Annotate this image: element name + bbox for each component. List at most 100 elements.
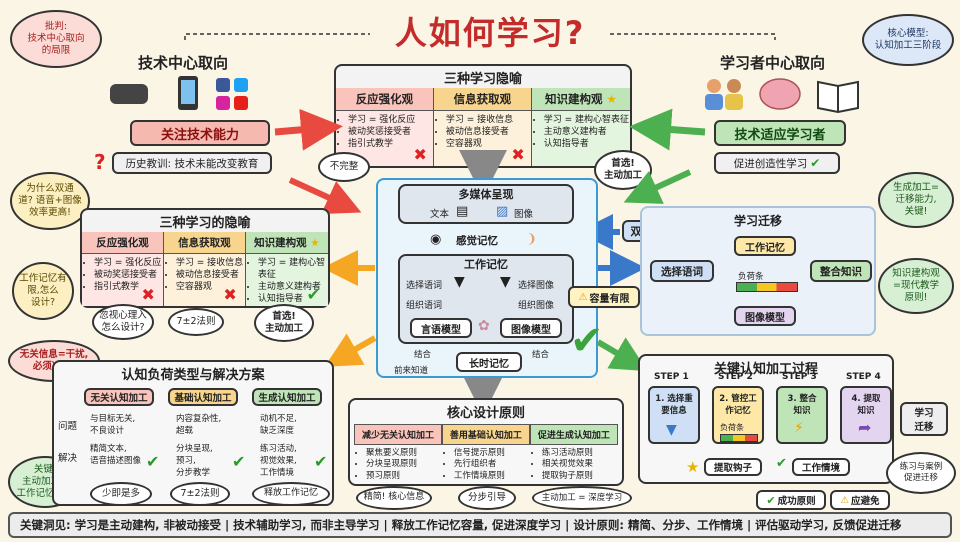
- success-label: 成功原则: [777, 496, 816, 507]
- step-label: STEP 2: [718, 372, 753, 382]
- list-item: 先行组织者: [454, 459, 530, 470]
- success-principle-pill: ✔成功原则: [756, 490, 826, 510]
- lightning-icon: ⚡: [794, 420, 804, 436]
- prior-knowledge-label: 前来知道: [394, 366, 429, 376]
- star-icon: ★: [686, 458, 700, 476]
- list-item: 相关视觉效果: [542, 459, 618, 470]
- problem-2: 内容复杂性, 超载: [176, 414, 222, 436]
- load-types-title: 认知负荷类型与解决方案: [121, 368, 265, 383]
- list-item: 被动信息接受者: [446, 126, 531, 138]
- select-words-pill: 选择语词: [650, 260, 714, 282]
- top-col-head: 知识建构观 ★: [531, 88, 630, 111]
- principle-col-reduce: 减少无关认知加工 聚焦要义原则分块呈现原则预习原则: [354, 424, 442, 482]
- step-select: 1. 选择重 要信息: [648, 386, 700, 444]
- list-item: 练习活动原则: [542, 448, 618, 459]
- list-item: 学习 = 强化反应: [348, 114, 433, 126]
- step-label: STEP 4: [846, 372, 881, 382]
- image-icon: ▨: [496, 204, 509, 219]
- integrate-left-label: 结合: [414, 350, 432, 360]
- list-item: 空容器观: [176, 281, 245, 293]
- principle-col-foster: 促进生成认知加工 练习活动原则相关视觉效果提取钩子原则: [529, 424, 618, 482]
- image-label: 图像: [514, 209, 534, 220]
- retrieve-arrow-icon: ➦: [858, 418, 872, 437]
- tech-adapts-pill: 技术适应学习者: [714, 120, 846, 146]
- integrate-knowledge-pill: 整合知识: [810, 260, 872, 282]
- list-item: 学习 = 建构心智表征: [544, 114, 630, 126]
- list-item: 信号提示原则: [454, 448, 530, 459]
- step-retrieve: 4. 提取 知识: [840, 386, 892, 444]
- process-box: 关键认知加工过程 STEP 1 STEP 2 STEP 3 STEP 4 1. …: [638, 354, 894, 484]
- pictorial-model-pill: 图像模型: [500, 318, 562, 338]
- process-title: 关键认知加工过程: [713, 362, 818, 377]
- list-item: 被动奖惩接受者: [348, 126, 433, 138]
- page-title: 人如何学习?: [394, 14, 586, 52]
- capacity-label: 容量有限: [589, 293, 630, 305]
- list-item: 提取钩子原则: [542, 471, 618, 482]
- sensory-label: 感觉记忆: [456, 235, 498, 247]
- left-col-reinforce: 反应强化观 学习 = 强化反应被动奖惩接受者指引式教学 ✖: [82, 232, 164, 306]
- solution-2: 分块呈现, 预习, 分步教学: [176, 444, 213, 478]
- left-col-head: 信息获取观: [163, 232, 245, 254]
- left-metaphors-title: 三种学习的隐喻: [159, 216, 251, 231]
- list-item: 主动意义建构者: [544, 126, 630, 138]
- list-item: 主动意义建构者: [258, 281, 328, 293]
- load-bar: [736, 282, 798, 292]
- step-label: STEP 3: [782, 372, 817, 382]
- top-metaphors-title: 三种学习隐喻: [443, 72, 522, 87]
- brain-icon: ✿: [478, 318, 490, 334]
- x-icon: ✖: [141, 285, 155, 304]
- first-choice-left-bubble: 首选! 主动加工: [254, 304, 314, 342]
- gen-proc-bubble: 生成加工= 迁移能力, 关键!: [878, 172, 954, 228]
- question-mark-icon: ?: [94, 150, 106, 174]
- left-col-head-label: 知识建构观: [254, 237, 307, 249]
- principles-title: 核心设计原则: [446, 406, 525, 421]
- step-load-bar-label: 负荷条: [720, 423, 744, 432]
- ignore-psych-bubble: 忽视心理入 怎么设计?: [92, 304, 154, 340]
- eye-icon: ◉: [430, 232, 442, 247]
- transfer-working-memory-pill: 工作记忆: [734, 236, 796, 256]
- precise-core-bubble: 精简! 核心信息: [356, 486, 432, 510]
- knowledge-view-bubble: 知识建构观 =现代教学 原则!: [878, 258, 954, 314]
- integrate-right-label: 结合: [532, 350, 550, 360]
- solution-3: 练习活动, 视觉效果, 工作情境: [260, 444, 297, 478]
- retrieval-hook-pill: 提取钩子: [704, 458, 762, 476]
- seven-rule-bubble: 7±2法则: [168, 308, 224, 336]
- list-item: 学习 = 强化反应: [94, 257, 163, 269]
- step-guide-bubble: 分步引导: [458, 486, 516, 510]
- learning-transfer-pill: 学习 迁移: [900, 402, 948, 436]
- working-memory-box: 工作记忆 选择语词 组织语词 ▼ ▼ 选择图像 组织图像 言语模型 ✿ 图像模型: [398, 254, 574, 344]
- wm-limited-bubble: 工作记忆有 限,怎么 设计?: [12, 262, 74, 320]
- list-item: 认知指导者: [258, 293, 328, 305]
- learner-centered-heading: 学习者中心取向: [720, 54, 826, 72]
- list-item: 被动奖惩接受者: [94, 269, 163, 281]
- load-head-extraneous: 无关认知加工: [84, 388, 154, 406]
- list-item: 指引式教学: [348, 138, 433, 150]
- funnel-icon: ▼: [666, 422, 677, 438]
- x-icon: ✖: [223, 285, 237, 304]
- x-icon: ✖: [511, 145, 525, 164]
- transfer-title: 学习迁移: [733, 214, 782, 228]
- step-integrate: 3. 整合 知识: [776, 386, 828, 444]
- incomplete-bubble: 不完整: [318, 152, 370, 182]
- list-item: 认知指导者: [544, 138, 630, 150]
- capacity-limited-pill: ⚠容量有限: [568, 286, 640, 308]
- top-col-head-label: 知识建构观: [544, 92, 603, 106]
- work-context-pill: 工作情境: [792, 458, 850, 476]
- check-icon: ✔: [146, 452, 160, 471]
- list-item: 预习原则: [366, 471, 442, 482]
- organize-images-label: 组织图像: [518, 301, 555, 311]
- list-item: 分块呈现原则: [366, 459, 442, 470]
- ear-icon: ❩: [526, 232, 537, 247]
- top-col-reinforce: 反应强化观 学习 = 强化反应被动奖惩接受者指引式教学 ✖: [336, 88, 434, 166]
- load-bar-label: 负荷条: [738, 272, 764, 282]
- footer-insights: 关键洞见: 学习是主动建构, 非被动接受 | 技术辅助学习, 而非主导学习 | …: [8, 512, 952, 538]
- avoid-label: 应避免: [851, 496, 880, 507]
- list-item: 空容器观: [446, 138, 531, 150]
- transfer-box: 学习迁移 选择语词 工作记忆 负荷条 整合知识 图像模型: [640, 206, 876, 336]
- select-words-label: 选择语词: [406, 281, 443, 291]
- working-memory-title: 工作记忆: [464, 258, 508, 271]
- core-model-bubble: 核心模型: 认知加工三阶段: [862, 14, 954, 66]
- check-icon: ✔: [232, 452, 246, 471]
- list-item: 工作情境原则: [454, 471, 530, 482]
- check-icon: ✔: [810, 156, 821, 170]
